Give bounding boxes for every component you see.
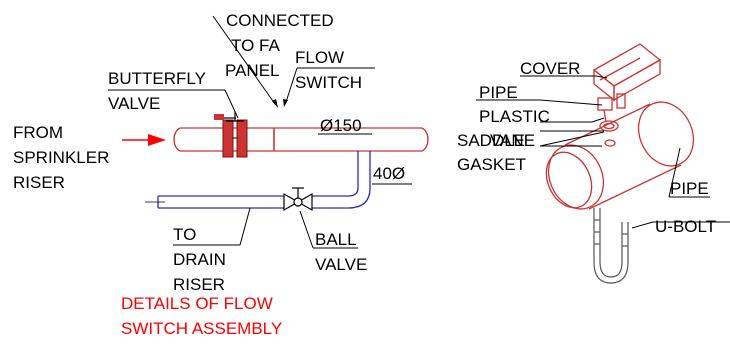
leader-lines-left	[108, 15, 412, 249]
label-plastic: PLASTIC	[479, 107, 550, 126]
label-pipe-right: PIPE	[670, 179, 709, 198]
label-butterfly-valve: BUTTERFLY VALVE	[108, 69, 210, 113]
main-pipe	[173, 127, 429, 152]
label-saddle: SADDLE	[457, 131, 525, 150]
label-from-sprinkler-riser: FROM SPRINKLER RISER	[13, 123, 114, 192]
label-connected-to-fa-panel: CONNECTED TO FA PANEL	[225, 11, 338, 80]
leader-lines-right	[476, 75, 730, 229]
pipe-isometric	[545, 101, 695, 210]
label-pipe-dia-150: Ø150	[320, 116, 362, 135]
ball-valve	[283, 187, 313, 212]
leader-arrow-connected	[272, 99, 278, 108]
label-pipe-dia-40: 40Ø	[373, 164, 405, 183]
drain-pipe	[145, 151, 371, 209]
label-flow-switch: FLOW SWITCH	[295, 48, 362, 92]
u-bolt	[593, 208, 629, 284]
leader-arrow-flow-switch	[283, 99, 288, 107]
flow-direction-arrow	[122, 134, 166, 146]
label-u-bolt: U-BOLT	[655, 217, 716, 236]
label-cover: COVER	[520, 59, 580, 78]
label-vane: VANE	[490, 131, 535, 150]
label-to-drain-riser: TO DRAIN RISER	[173, 225, 231, 294]
flow-switch-unit	[592, 43, 662, 132]
label-ball-valve: BALL VALVE	[315, 230, 367, 274]
label-gasket: GASKET	[457, 155, 526, 174]
label-pipe-top: PIPE	[479, 83, 518, 102]
butterfly-valve	[214, 111, 248, 158]
diagram-title: DETAILS OF FLOW SWITCH ASSEMBLY	[121, 294, 282, 338]
